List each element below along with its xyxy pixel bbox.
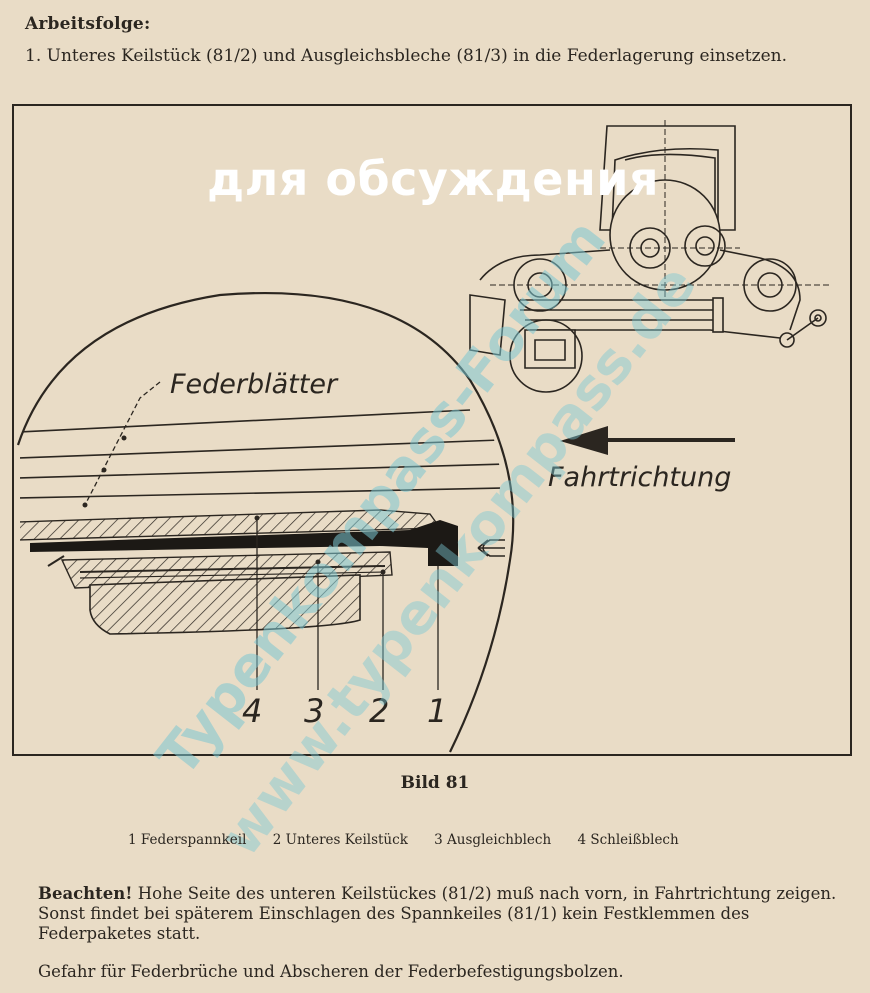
suspension-assembly-drawing — [469, 125, 827, 393]
figure-caption: Bild 81 — [400, 773, 470, 793]
callout-1: 1 — [427, 692, 447, 730]
figure-legend: 1 Federspannkeil 2 Unteres Keilstück 3 A… — [128, 832, 701, 848]
label-direction: Fahrtrichtung — [548, 462, 731, 493]
callout-4: 4 — [242, 692, 262, 730]
driving-direction-arrow — [560, 426, 735, 455]
label-springs: Federblätter — [170, 369, 339, 400]
legend-item: 2 Unteres Keilstück — [272, 832, 408, 848]
caution-label: Beachten! — [38, 884, 133, 903]
callout-2: 2 — [369, 692, 389, 730]
legend-item: 4 Schleißblech — [577, 832, 679, 848]
spring-bearing-body — [89, 574, 361, 635]
caution-note: Beachten! Hohe Seite des unteren Keilstü… — [38, 884, 858, 944]
magnifier-outline — [16, 291, 515, 753]
caution-text: Hohe Seite des unteren Keilstückes (81/2… — [38, 884, 837, 943]
wear-plate — [20, 509, 442, 541]
section-heading: Arbeitsfolge: — [25, 14, 151, 34]
work-step-1: 1. Unteres Keilstück (81/2) und Ausgleic… — [25, 46, 787, 66]
figure-frame — [12, 104, 852, 756]
legend-item: 3 Ausgleichblech — [434, 832, 552, 848]
spring-tension-wedge — [30, 520, 458, 566]
callout-3: 3 — [304, 692, 324, 730]
overlay-title: для обсуждения — [207, 152, 660, 206]
insert-direction-arrow — [477, 539, 505, 557]
legend-item: 1 Federspannkeil — [128, 832, 247, 848]
danger-note: Gefahr für Federbrüche und Abscheren der… — [38, 962, 624, 981]
